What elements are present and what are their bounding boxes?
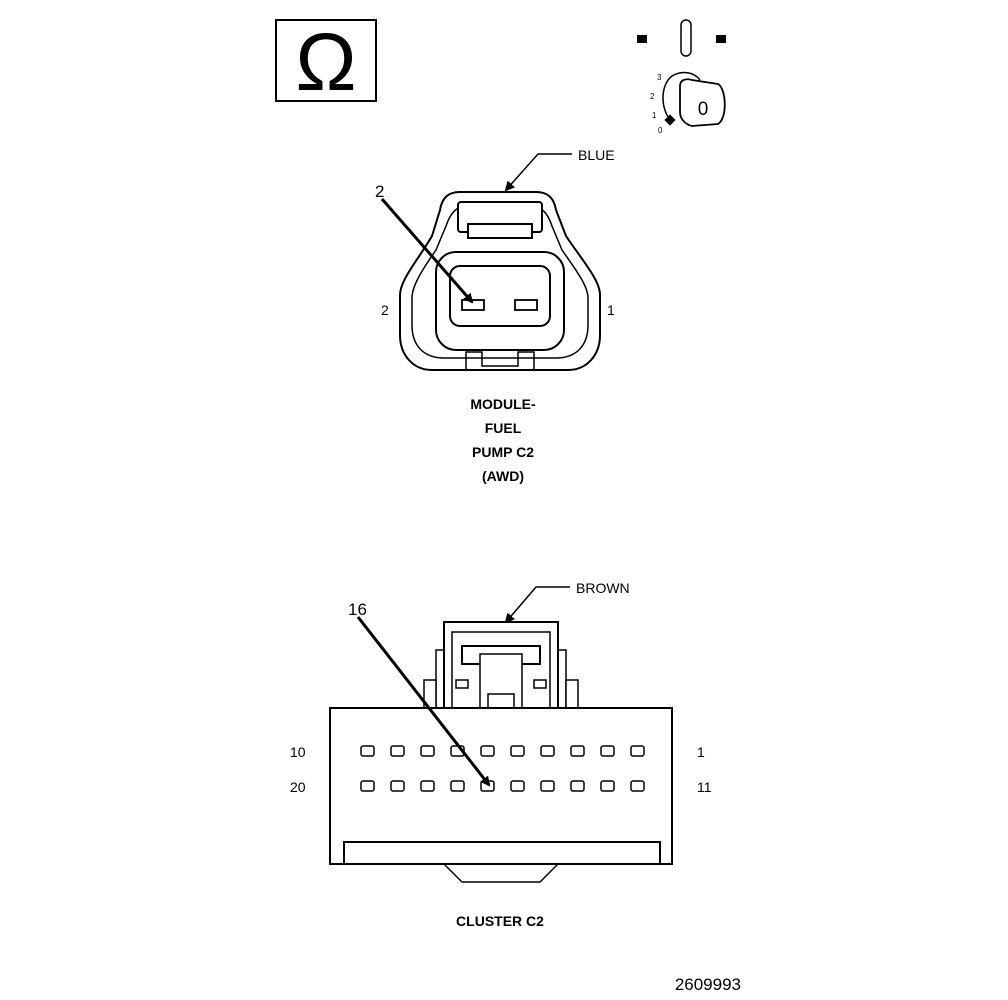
connector-name-line-4: (AWD) (482, 468, 524, 484)
connector-name-line-3: PUMP C2 (472, 444, 534, 460)
ignition-position-2: 2 (650, 92, 655, 101)
terminal-row-2 (360, 780, 645, 792)
row-1-left-pin-label: 10 (290, 744, 306, 760)
ohm-symbol: Ω (295, 17, 356, 108)
row-2-right-pin-label: 11 (697, 779, 712, 795)
ignition-position-0: 0 (658, 126, 663, 135)
figure-id: 2609993 (675, 975, 741, 994)
connector-name-line-2: FUEL (485, 420, 522, 436)
terminal-1 (514, 299, 538, 311)
ohm-meter-icon: Ω (275, 17, 377, 108)
connector-name: CLUSTER C2 (456, 913, 544, 929)
pointer-pin-label: 16 (348, 600, 367, 619)
ignition-key-icon: 3 2 1 0 0 (637, 19, 726, 135)
row-1-right-pin-label: 1 (697, 744, 705, 760)
terminal-row-1 (360, 745, 645, 757)
pin-label-left: 2 (381, 302, 389, 318)
pointer-pin-label: 2 (375, 182, 384, 201)
ignition-position-1: 1 (652, 111, 657, 120)
cluster-connector: BROWN (290, 580, 712, 929)
fuel-pump-connector: BLUE 2 2 1 MODULE- FUEL PUMP C2 (AWD) (375, 147, 615, 484)
pin-label-right: 1 (607, 302, 615, 318)
terminal-2 (461, 299, 485, 311)
connector-color-label: BROWN (576, 580, 630, 596)
ignition-key-label: 0 (698, 99, 709, 120)
row-2-left-pin-label: 20 (290, 779, 306, 795)
connector-name-line-1: MODULE- (470, 396, 536, 412)
connector-color-label: BLUE (578, 147, 615, 163)
ignition-position-3: 3 (657, 73, 662, 82)
